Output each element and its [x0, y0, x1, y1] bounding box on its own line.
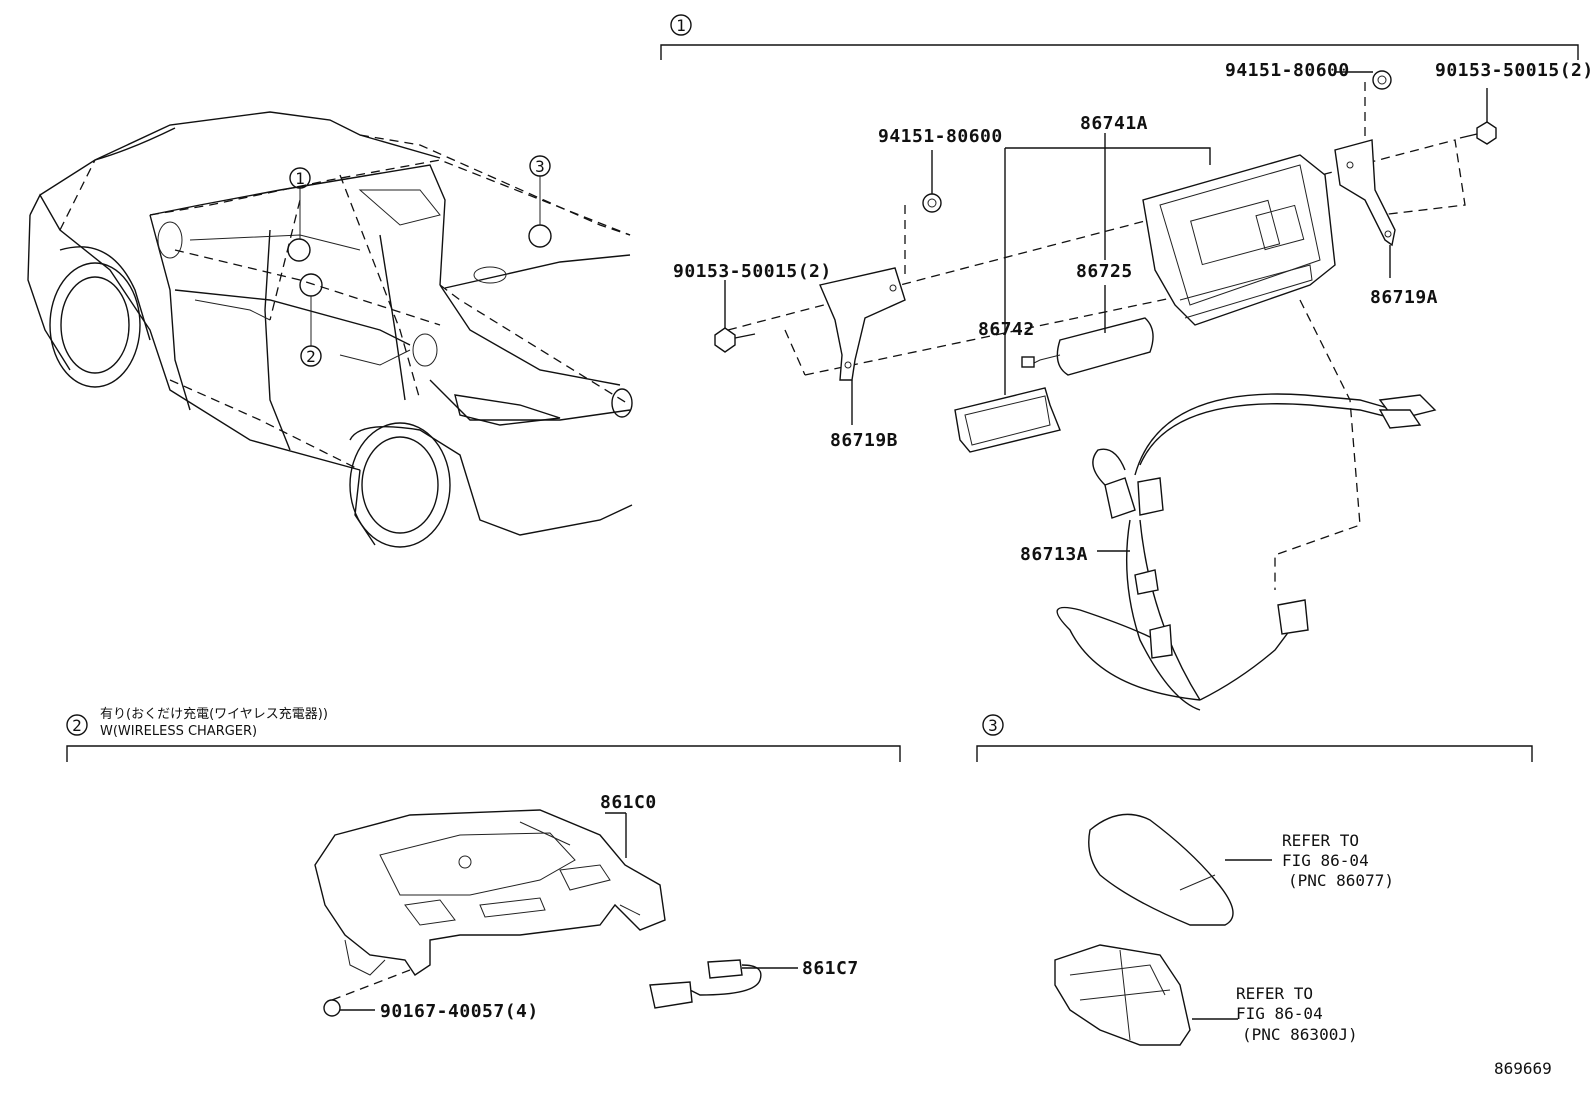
- label-94151-80600-left: 94151-80600: [878, 126, 1003, 147]
- label-86742: 86742: [978, 319, 1035, 340]
- label-90167-40057: 90167-40057(4): [380, 1001, 539, 1022]
- ref-2-line-2: FIG 86-04: [1236, 1004, 1323, 1023]
- module-86300j: [1054, 944, 1238, 1046]
- label-86719a: 86719A: [1370, 287, 1438, 308]
- label-86713a: 86713A: [1020, 544, 1088, 565]
- battery-86725: [1021, 317, 1154, 376]
- section-2-title-jp: 有り(おくだけ充電(ワイヤレス充電器)): [100, 706, 328, 722]
- car-callout-3: 3: [535, 157, 545, 176]
- label-90153-50015-left: 90153-50015(2): [673, 261, 832, 282]
- harness-86713a: [1056, 393, 1437, 711]
- section-1-number: 1: [676, 16, 686, 35]
- section-1-bracket: [660, 14, 1579, 60]
- label-861c7: 861C7: [802, 958, 859, 979]
- label-94151-80600-right: 94151-80600: [1225, 60, 1350, 81]
- car-callout-2: 2: [306, 347, 316, 366]
- unit-86741a: [1142, 154, 1336, 326]
- clip-90167: [323, 969, 411, 1017]
- section-3-number: 3: [988, 716, 998, 735]
- ref-1-line-3: (PNC 86077): [1288, 871, 1394, 890]
- figure-id: 869669: [1494, 1059, 1552, 1078]
- bracket-86719b: [819, 267, 906, 425]
- ref-2-line-1: REFER TO: [1236, 984, 1313, 1003]
- ref-2-line-3: (PNC 86300J): [1242, 1025, 1358, 1044]
- nut-94151-right: [1335, 70, 1392, 90]
- section-3-bracket: [976, 714, 1533, 762]
- label-86725: 86725: [1076, 261, 1133, 282]
- antenna-86077: [1088, 813, 1272, 926]
- label-86719b: 86719B: [830, 430, 898, 451]
- bolt-90153-right: [1459, 88, 1497, 145]
- holder-86742: [954, 387, 1061, 453]
- car-illustration: [27, 111, 633, 548]
- wire-861c7: [649, 959, 798, 1009]
- ref-1-line-2: FIG 86-04: [1282, 851, 1369, 870]
- car-callout-1: 1: [295, 169, 305, 188]
- wireless-charger-861c0: [314, 809, 666, 976]
- ref-1-line-1: REFER TO: [1282, 831, 1359, 850]
- bolt-90153-left: [714, 280, 756, 353]
- label-90153-50015-right: 90153-50015(2): [1435, 60, 1592, 81]
- label-86741a: 86741A: [1080, 113, 1148, 134]
- bracket-86719a: [1334, 139, 1396, 278]
- section-2-number: 2: [72, 716, 82, 735]
- section-2-title-en: W(WIRELESS CHARGER): [100, 724, 257, 739]
- label-861c0: 861C0: [600, 792, 657, 813]
- section-2-bracket: [66, 714, 901, 762]
- nut-94151-left: [922, 150, 942, 213]
